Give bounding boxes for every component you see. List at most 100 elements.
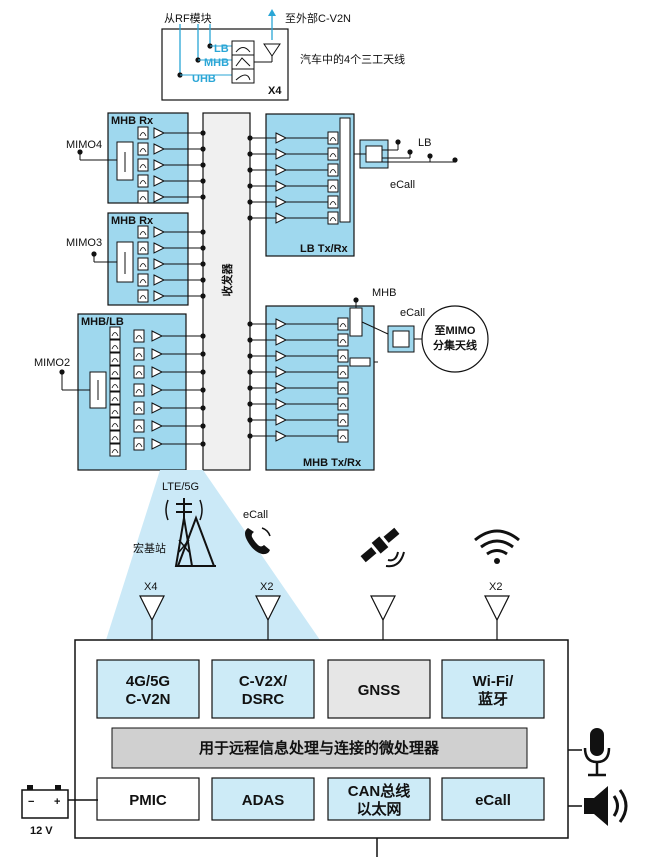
wifi-icon	[474, 529, 520, 564]
mhb-lb-filter-a-0	[109, 326, 121, 340]
mhb-lb-filter-b-2	[133, 365, 145, 379]
mhb-tx-filter-4	[337, 381, 349, 395]
band-uhb: UHB	[192, 73, 216, 85]
top-block-0-line-1: C-V2N	[125, 691, 170, 708]
mhb-rx-module-2: MHB Rx MIMO3	[66, 212, 189, 306]
top-block-3	[441, 659, 545, 719]
ecall-port-1-label: eCall	[390, 179, 415, 191]
top-block-0	[96, 659, 200, 719]
lte-5g-tower: LTE/5G 宏基站	[133, 481, 216, 567]
antenna-count-3: X2	[489, 581, 502, 593]
speaker-icon	[584, 786, 628, 826]
mhb-rx-2-label: MHB Rx	[111, 215, 154, 227]
mhb-txrx-label: MHB Tx/Rx	[303, 457, 362, 469]
mimo2-label: MIMO2	[34, 357, 70, 369]
satellite	[360, 527, 405, 568]
mhb-tx-filter-7	[337, 429, 349, 443]
lb-txrx-module: LB Tx/Rx LB eCall	[265, 113, 458, 257]
mhb-lb-filter-b-5	[133, 419, 145, 433]
bot-block-3-line-0: eCall	[475, 792, 511, 809]
to-c-v2n-label: 至外部C-V2N	[285, 11, 351, 25]
transceiver-block: 收发器	[202, 112, 251, 471]
mhb-lb-filter-b-1	[133, 347, 145, 361]
antenna-count-1: X2	[260, 581, 273, 593]
mhb-tx-filter-0	[337, 317, 349, 331]
band-lb: LB	[214, 43, 229, 55]
coverage-cone	[106, 470, 320, 640]
mhb-lb-module: MHB/LB MIMO2	[34, 313, 187, 471]
x4-label: X4	[268, 85, 282, 97]
mhb-lb-filter-a-4	[109, 378, 121, 392]
bot-block-2	[327, 777, 431, 821]
base-station-label: 宏基站	[133, 541, 166, 555]
mhb-lb-filter-a-9	[109, 443, 121, 457]
mhb-rx2-filter-1	[137, 241, 149, 255]
mhb-tx-filter-6	[337, 413, 349, 427]
mhb-rx2-filter-4	[137, 289, 149, 303]
mhb-lb-label: MHB/LB	[81, 316, 124, 328]
mhb-tx-filter-2	[337, 349, 349, 363]
mhb-rx2-filter-0	[137, 225, 149, 239]
mimo3-label: MIMO3	[66, 237, 102, 249]
lb-txrx-label: LB Tx/Rx	[300, 243, 349, 255]
mhb-rx1-filter-2	[137, 158, 149, 172]
top-block-1-line-0: C-V2X/	[239, 673, 288, 690]
top-block-0-line-0: 4G/5G	[126, 673, 170, 690]
antenna-icon-3	[484, 595, 510, 622]
top-block-1-line-1: DSRC	[242, 691, 285, 708]
mhb-tx-filter-5	[337, 397, 349, 411]
lb-port-label: LB	[418, 137, 431, 149]
battery-minus: −	[28, 796, 34, 808]
lb-tx-filter-4	[327, 195, 339, 209]
lb-tx-filter-3	[327, 179, 339, 193]
bot-block-0	[96, 777, 200, 821]
microphone-icon	[583, 728, 611, 777]
triplexer-antenna-icon	[263, 43, 281, 57]
satellite-icon	[360, 527, 400, 563]
bot-block-3	[441, 777, 545, 821]
antenna-icon-2	[370, 595, 396, 622]
lb-tx-filter-1	[327, 147, 339, 161]
top-block-2	[327, 659, 431, 719]
diversity-line-2: 分集天线	[433, 338, 477, 352]
mhb-lb-filter-a-7	[109, 417, 121, 431]
transceiver-label: 收发器	[220, 263, 234, 297]
diversity-antenna-circle	[421, 305, 489, 373]
caption-label: 汽车中的4个三工天线	[300, 52, 405, 66]
antenna-icon-0	[139, 595, 165, 622]
battery-icon	[21, 789, 69, 819]
top-block-3-line-0: Wi-Fi/	[473, 673, 515, 690]
mhb-tx-filter-1	[337, 333, 349, 347]
mhb-port-label: MHB	[372, 287, 396, 299]
mhb-lb-filter-b-4	[133, 401, 145, 415]
bot-block-2-line-1: 以太网	[356, 800, 401, 818]
mhb-rx2-filter-2	[137, 257, 149, 271]
mhb-lb-filter-a-3	[109, 365, 121, 379]
ecall-wireless-label: eCall	[243, 509, 268, 521]
mimo4-label: MIMO4	[66, 139, 102, 151]
wifi	[474, 529, 520, 564]
mhb-lb-filter-b-0	[133, 329, 145, 343]
top-block-3-line-1: 蓝牙	[478, 690, 508, 708]
mhb-tx-filter-3	[337, 365, 349, 379]
mhb-rx2-filter-3	[137, 273, 149, 287]
mhb-lb-filter-a-8	[109, 430, 121, 444]
bot-block-1-line-0: ADAS	[242, 792, 285, 809]
lb-tx-filter-2	[327, 163, 339, 177]
mhb-txrx-module: MHB Tx/Rx MHB eCall 至MIMO 分集天线	[265, 287, 489, 471]
diversity-line-1: 至MIMO	[435, 324, 476, 337]
mhb-rx1-filter-3	[137, 174, 149, 188]
lb-tx-filter-0	[327, 131, 339, 145]
bot-block-0-line-0: PMIC	[129, 792, 167, 809]
mcu-label: 用于远程信息处理与连接的微处理器	[199, 739, 440, 757]
lte5g-label: LTE/5G	[162, 481, 199, 493]
mhb-lb-filter-a-1	[109, 339, 121, 353]
mcu-block	[111, 727, 528, 769]
mhb-rx1-filter-1	[137, 142, 149, 156]
lb-tx-filter-5	[327, 211, 339, 225]
mhb-lb-filter-a-2	[109, 352, 121, 366]
module-internals	[109, 126, 349, 457]
battery-voltage: 12 V	[30, 825, 53, 837]
